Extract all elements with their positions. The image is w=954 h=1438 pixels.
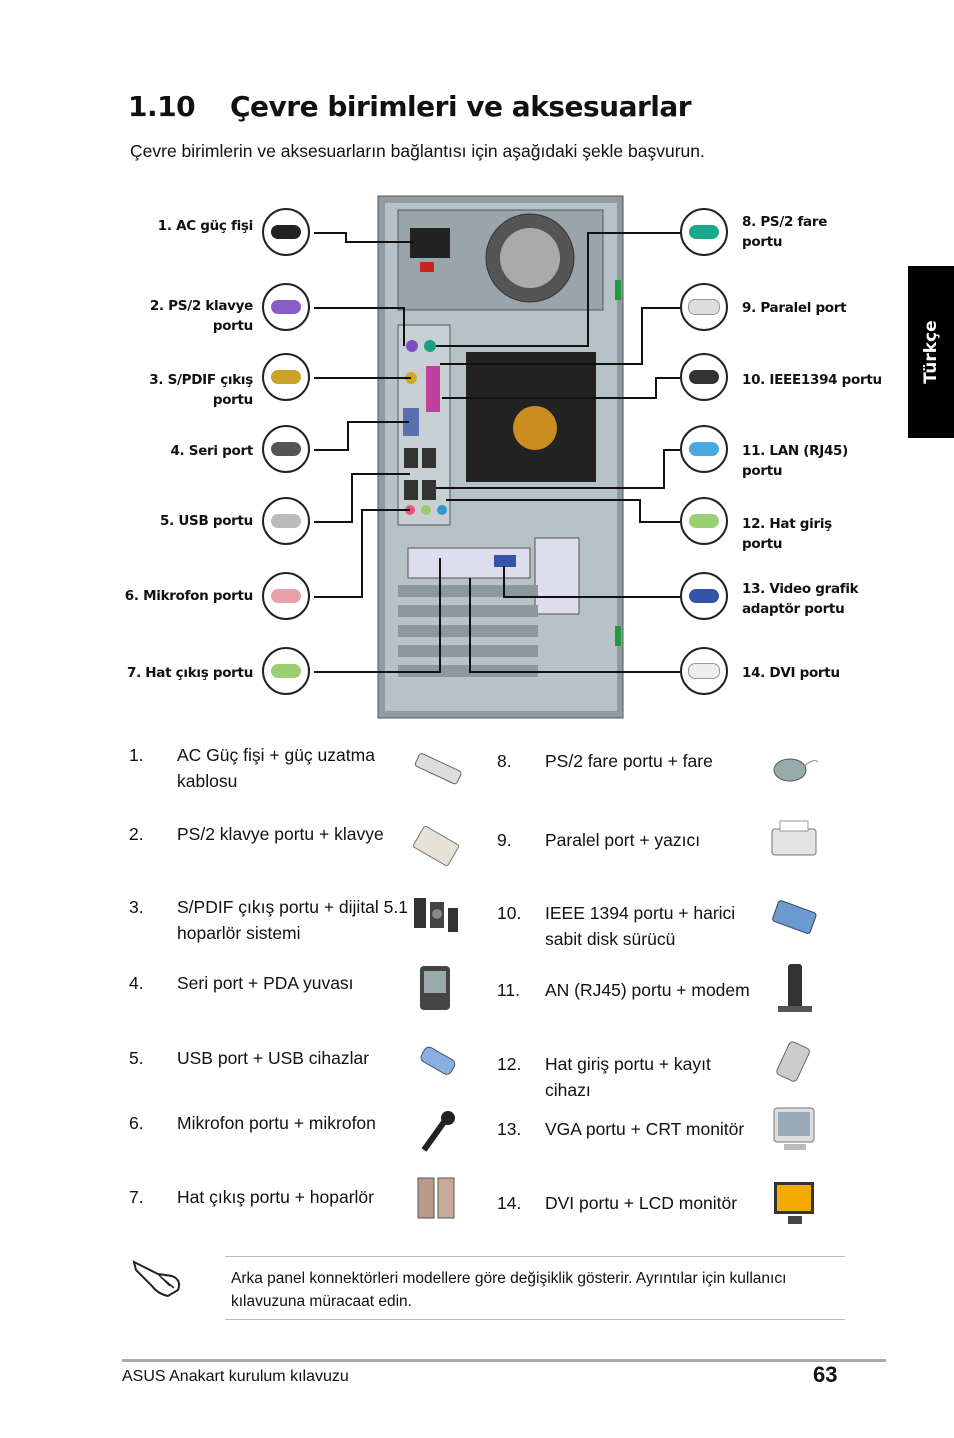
page-number: 63 (813, 1362, 838, 1387)
back-panel-illustration (314, 195, 680, 719)
vga-plug-icon (680, 572, 728, 620)
usb-device-icon (420, 1046, 456, 1075)
section-heading: 1.10 Çevre birimleri ve aksesuarlar (128, 90, 692, 123)
pda-icon (420, 966, 450, 1010)
serial-plug-icon (262, 425, 310, 473)
callout-line-in: 12. Hat giriş portu (742, 516, 832, 552)
note-text: Arka panel konnektörleri modellere göre … (231, 1270, 787, 1310)
keyboard-icon (412, 825, 460, 867)
footer-text: ASUS Anakart kurulum kılavuzu (122, 1368, 349, 1385)
line-in-plug-icon (680, 497, 728, 545)
callout-ac-power: 1. AC güç fişi (157, 218, 254, 234)
callout-dvi: 14. DVI portu (742, 665, 840, 681)
microphone-icon (421, 1111, 455, 1152)
callout-usb: 5. USB portu (160, 513, 253, 529)
line-out-plug-icon (262, 647, 310, 695)
section-title: Çevre birimleri ve aksesuarlar (230, 90, 692, 123)
callout-parallel: 9. Paralel port (742, 300, 847, 316)
note-box: Arka panel konnektörleri modellere göre … (225, 1256, 845, 1320)
footer-divider (122, 1359, 886, 1362)
parallel-plug-icon (680, 283, 728, 331)
printer-icon (771, 820, 817, 856)
callout-line-out: 7. Hat çıkış portu (126, 665, 253, 681)
mouse-icon (773, 758, 819, 782)
ps2-mouse-plug-icon (680, 208, 728, 256)
callout-vga: 13. Video grafik adaptör portu (742, 581, 859, 617)
callout-spdif: 3. S/PDIF çıkış portu (149, 372, 253, 408)
ieee1394-plug-icon (680, 353, 728, 401)
speaker-system-icon (414, 898, 458, 932)
modem-icon (778, 964, 812, 1012)
callout-ps2-mouse: 8. PS/2 fare portu (742, 214, 828, 250)
mic-plug-icon (262, 572, 310, 620)
ac-plug-icon (262, 208, 310, 256)
power-strip-icon (414, 753, 462, 785)
speakers-icon (417, 1177, 455, 1219)
lcd-monitor-icon (774, 1182, 814, 1224)
usb-plug-icon (262, 497, 310, 545)
ps2-keyboard-plug-icon (262, 283, 310, 331)
callout-lan: 11. LAN (RJ45) portu (742, 443, 849, 479)
callout-ieee1394: 10. IEEE1394 portu (742, 372, 882, 388)
dvi-plug-icon (680, 647, 728, 695)
language-tab: Türkçe (908, 266, 954, 438)
spdif-plug-icon (262, 353, 310, 401)
lan-plug-icon (680, 425, 728, 473)
hand-note-icon (132, 1260, 181, 1298)
intro-text: Çevre birimlerin ve aksesuarların bağlan… (130, 141, 705, 161)
callout-mic: 6. Mikrofon portu (124, 588, 254, 604)
callout-ps2-keyboard: 2. PS/2 klavye portu (149, 298, 253, 334)
external-hdd-icon (772, 900, 817, 934)
crt-monitor-icon (773, 1107, 815, 1150)
section-number: 1.10 (128, 90, 196, 123)
callout-serial: 4. Seri port (170, 443, 253, 459)
recorder-icon (776, 1041, 810, 1082)
